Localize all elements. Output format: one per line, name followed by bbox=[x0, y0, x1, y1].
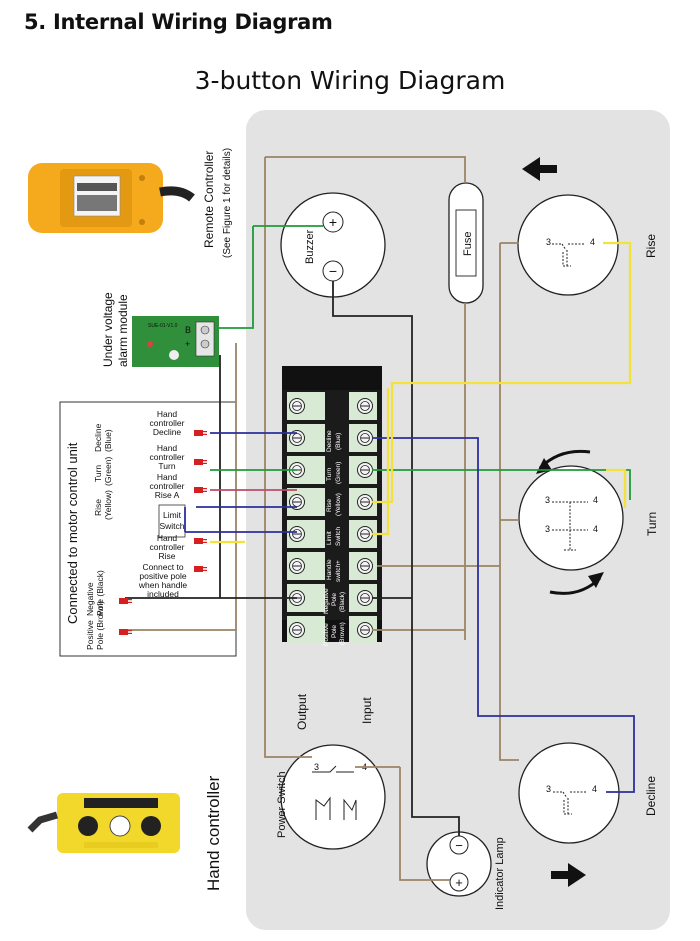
hand-label-risea-1: Hand bbox=[157, 472, 178, 482]
hand-label-decline-3: Decline bbox=[153, 427, 182, 437]
hand-controller-label: Hand controller bbox=[204, 775, 223, 891]
motor-row-positive: Positive bbox=[85, 620, 95, 650]
turn-pin3-top: 3 bbox=[545, 495, 550, 505]
buzzer-label: Buzzer bbox=[304, 229, 316, 264]
terminal-label-positive-3: (Brown) bbox=[339, 622, 346, 645]
terminal-input-label: Input bbox=[360, 697, 374, 724]
wires bbox=[120, 156, 635, 881]
terminal-label-limit-2: Switch bbox=[335, 526, 342, 546]
decline-switch bbox=[518, 742, 620, 844]
remote-controller-image bbox=[28, 163, 195, 233]
decline-label: Decline bbox=[644, 776, 658, 816]
hand-label-rise-2: controller bbox=[150, 542, 185, 552]
alarm-module-label-1: Under voltage bbox=[101, 292, 115, 367]
limit-switch-box bbox=[158, 504, 186, 538]
hand-label-turn-1: Hand bbox=[157, 443, 178, 453]
terminal-label-decline-1: Decline bbox=[326, 430, 333, 452]
motor-control-box bbox=[59, 401, 237, 657]
hand-label-risea-2: controller bbox=[150, 481, 185, 491]
motor-row-rise-color: (Yellow) bbox=[103, 490, 113, 520]
turn-pin4-bottom: 4 bbox=[593, 524, 598, 534]
terminal-label-negative-2: Pole bbox=[331, 593, 338, 606]
motor-row-decline: Decline bbox=[93, 423, 103, 452]
turn-pin3-bottom: 3 bbox=[545, 524, 550, 534]
buzzer-minus: − bbox=[329, 263, 337, 279]
power-switch-label: Power Switch bbox=[276, 771, 288, 838]
hand-label-decline-2: controller bbox=[150, 418, 185, 428]
decline-pin4: 4 bbox=[592, 784, 597, 794]
terminal-label-negative-3: (Black) bbox=[339, 592, 346, 612]
terminal-label-turn-1: Turn bbox=[326, 467, 333, 481]
fuse-label: Fuse bbox=[462, 232, 474, 256]
terminal-label-limit-1: Limit bbox=[326, 531, 333, 545]
hand-label-positive-3: when handle bbox=[138, 580, 187, 590]
terminal-label-negative-1: Negative bbox=[323, 588, 330, 614]
power-switch bbox=[280, 744, 386, 850]
decline-arrow-icon bbox=[551, 863, 586, 887]
buzzer-plus: + bbox=[329, 214, 337, 230]
rise-pin3: 3 bbox=[546, 237, 551, 247]
terminal-label-handle-1: Handle bbox=[326, 559, 333, 580]
power-pin3: 3 bbox=[314, 762, 319, 772]
lamp-minus: − bbox=[455, 838, 463, 853]
hand-controller-image bbox=[27, 793, 180, 853]
motor-box-title: Connected to motor control unit bbox=[65, 442, 80, 624]
rise-pin4: 4 bbox=[590, 237, 595, 247]
rise-label: Rise bbox=[644, 234, 658, 258]
decline-pin3: 3 bbox=[546, 784, 551, 794]
diagram-title: 3-button Wiring Diagram bbox=[194, 66, 506, 95]
motor-row-negative: Negative bbox=[85, 582, 95, 616]
svg-text:+: + bbox=[185, 339, 190, 349]
terminal-label-decline-2: (Blue) bbox=[335, 433, 342, 450]
svg-text:B: B bbox=[185, 325, 191, 335]
indicator-lamp-label: Indicator Lamp bbox=[494, 837, 506, 910]
terminal-output-label: Output bbox=[295, 693, 309, 730]
svg-text:Limit: Limit bbox=[163, 510, 182, 520]
hand-label-turn-3: Turn bbox=[158, 461, 175, 471]
rise-arrow-icon bbox=[522, 157, 557, 181]
terminal-label-rise-1: Rise bbox=[326, 499, 333, 512]
hand-label-decline-1: Hand bbox=[157, 409, 178, 419]
hand-label-rise-3: Rise bbox=[158, 551, 175, 561]
hand-label-risea-3: Rise A bbox=[155, 490, 180, 500]
hand-label-positive-1: Connect to bbox=[142, 562, 183, 572]
remote-controller-label: Remote Controller bbox=[202, 151, 216, 248]
motor-row-positive-color: Pole (Brown) bbox=[95, 601, 105, 650]
alarm-module: SUE-01-V1.0 B + bbox=[132, 316, 219, 367]
alarm-pcb-text: SUE-01-V1.0 bbox=[148, 323, 178, 329]
terminal-label-turn-2: (Green) bbox=[335, 462, 342, 484]
turn-pin4-top: 4 bbox=[593, 495, 598, 505]
lamp-plus: + bbox=[455, 875, 463, 890]
hand-label-positive-4: included bbox=[147, 589, 179, 599]
hand-label-turn-2: controller bbox=[150, 452, 185, 462]
motor-row-negative-color: Pole (Black) bbox=[95, 570, 105, 616]
turn-switch bbox=[518, 465, 624, 571]
terminal-label-rise-2: (Yellow) bbox=[335, 493, 342, 516]
alarm-module-label-2: alarm module bbox=[116, 294, 130, 367]
turn-label: Turn bbox=[645, 512, 659, 536]
remote-controller-sublabel: (See Figure 1 for details) bbox=[222, 148, 233, 258]
section-title: 5. Internal Wiring Diagram bbox=[24, 10, 333, 34]
hand-label-positive-2: positive pole bbox=[139, 571, 187, 581]
terminal-label-positive-2: Pole bbox=[331, 625, 338, 638]
limit-switch-label: Switch bbox=[159, 521, 184, 531]
motor-row-turn: Turn bbox=[93, 465, 103, 482]
motor-row-turn-color: (Green) bbox=[103, 457, 113, 486]
terminal-label-positive-1: Positive bbox=[323, 623, 330, 646]
motor-row-rise: Rise bbox=[93, 499, 103, 516]
terminal-label-handle-2: switch+ bbox=[335, 560, 342, 582]
rise-switch bbox=[517, 194, 619, 296]
hand-label-rise-1: Hand bbox=[157, 533, 178, 543]
motor-row-decline-color: (Blue) bbox=[103, 429, 113, 452]
